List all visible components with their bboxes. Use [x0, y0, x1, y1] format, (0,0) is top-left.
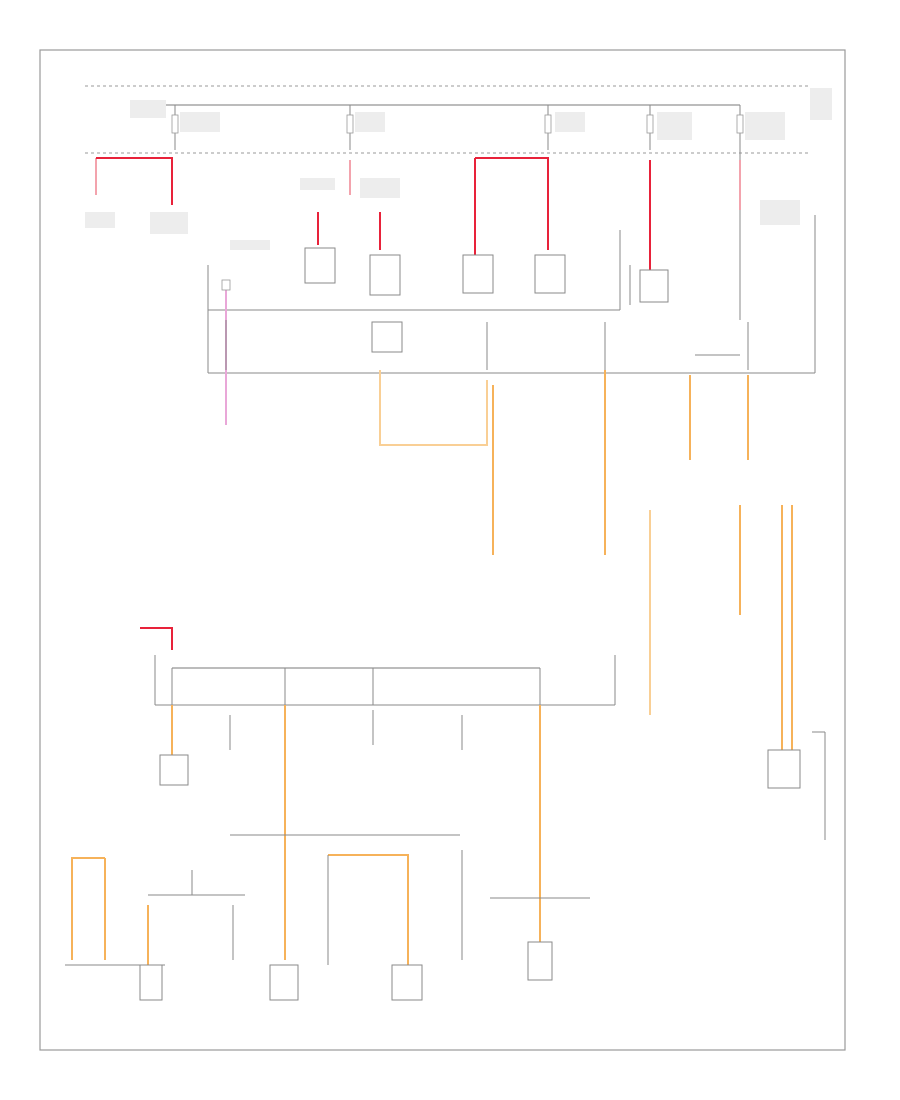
label-blocks [85, 88, 832, 250]
top-fuse-drops [171, 105, 744, 320]
lower-fuse-box [140, 627, 616, 706]
middle-components [304, 247, 669, 353]
diagram-border [39, 49, 846, 1051]
mid-wires [221, 279, 749, 555]
bottom-components [65, 850, 590, 1001]
red-feed-wires [95, 157, 741, 270]
middle-module-box [207, 215, 816, 374]
lower-drops [159, 705, 541, 960]
right-wires [649, 505, 826, 840]
